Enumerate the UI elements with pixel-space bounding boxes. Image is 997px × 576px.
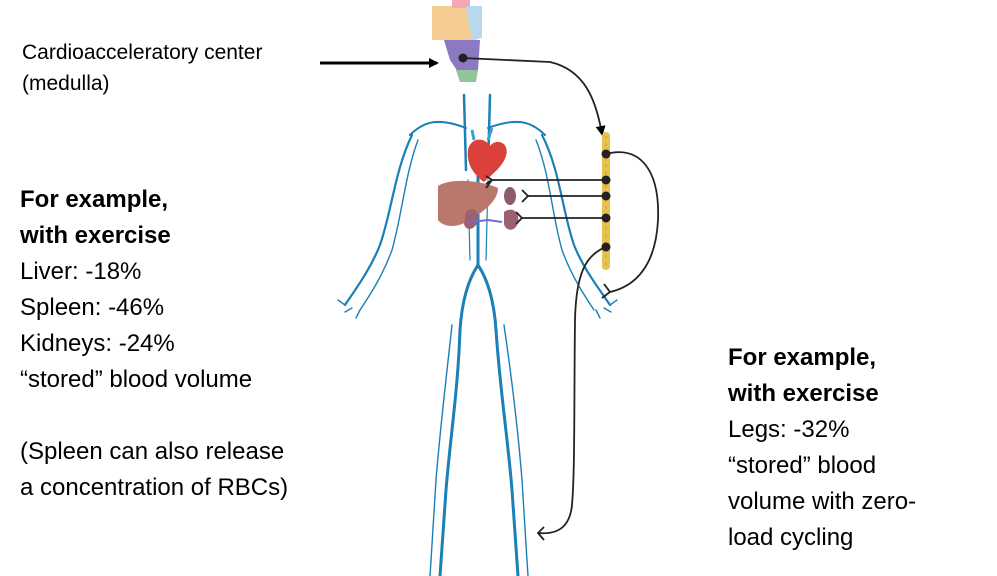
brainstem — [432, 0, 482, 82]
fibre-liver-terminal — [485, 175, 493, 185]
vessel-iliac-right — [476, 263, 498, 332]
sympathetic-fibres — [485, 151, 659, 541]
medulla-label: Cardioacceleratory center (medulla) — [22, 37, 262, 99]
vessel-iliac-left — [458, 263, 480, 332]
spinal-segment — [456, 70, 478, 82]
left-footnote-line1: (Spleen can also release — [20, 438, 285, 465]
medulla-to-chain-path — [462, 57, 606, 136]
fibre-kidney-terminal — [515, 211, 524, 225]
upper-segment-blue — [466, 6, 482, 40]
sympathetic-chain — [601, 132, 611, 270]
right-note: For example, with exercise Legs: -32% “s… — [728, 340, 916, 556]
fibre-leg-terminal — [536, 526, 545, 541]
right-heading-line1: For example, — [728, 344, 877, 371]
left-heading-line2: with exercise — [20, 222, 171, 249]
vessel-leg-right-b — [503, 324, 529, 576]
spleen — [504, 187, 516, 205]
vessel-hand-right — [595, 299, 618, 319]
kidney-left — [464, 209, 479, 229]
vessel-arm-right — [540, 133, 612, 307]
fibre-leg — [537, 246, 607, 535]
left-item-liver: Liver: -18% — [20, 258, 142, 285]
fibre-loop-upper — [605, 151, 659, 293]
vessel-shoulders — [409, 120, 546, 136]
left-item-kidneys: Kidneys: -24% — [20, 330, 175, 357]
kidney-right — [504, 209, 519, 230]
medulla-label-line1: Cardioacceleratory center — [22, 41, 263, 64]
left-item-spleen: Spleen: -46% — [20, 294, 165, 321]
liver — [438, 180, 498, 226]
vessel-neck-left — [462, 93, 468, 172]
vessel-arm-left-b — [359, 139, 419, 311]
vessel-leg-right — [494, 328, 520, 576]
right-line-legs: Legs: -32% — [728, 416, 850, 443]
medulla-label-line2: (medulla) — [22, 72, 110, 95]
fibre-liver — [485, 179, 606, 189]
right-heading-line2: with exercise — [728, 380, 879, 407]
renal-veins — [469, 218, 503, 223]
right-line-stored: “stored” blood — [728, 452, 877, 479]
vessel-hand-left — [337, 299, 361, 319]
vessel-arm-left — [343, 133, 414, 307]
right-line-cycling: load cycling — [728, 524, 854, 551]
left-item-stored: “stored” blood volume — [20, 366, 253, 393]
heart — [467, 139, 507, 182]
left-heading-line1: For example, — [20, 186, 169, 213]
fibre-loop-upper-terminal — [601, 283, 612, 299]
pons-segment — [452, 0, 470, 8]
vessel-leg-left — [438, 328, 462, 576]
vessel-arm-right-b — [535, 139, 595, 311]
organs — [438, 127, 519, 230]
vessel-leg-left-b — [429, 324, 453, 576]
right-line-volume: volume with zero- — [728, 488, 917, 515]
left-note: For example, with exercise Liver: -18% S… — [20, 182, 288, 506]
left-footnote-line2: a concentration of RBCs) — [20, 474, 289, 501]
heart-vessels — [470, 127, 494, 141]
fibre-spleen-terminal — [521, 189, 530, 203]
